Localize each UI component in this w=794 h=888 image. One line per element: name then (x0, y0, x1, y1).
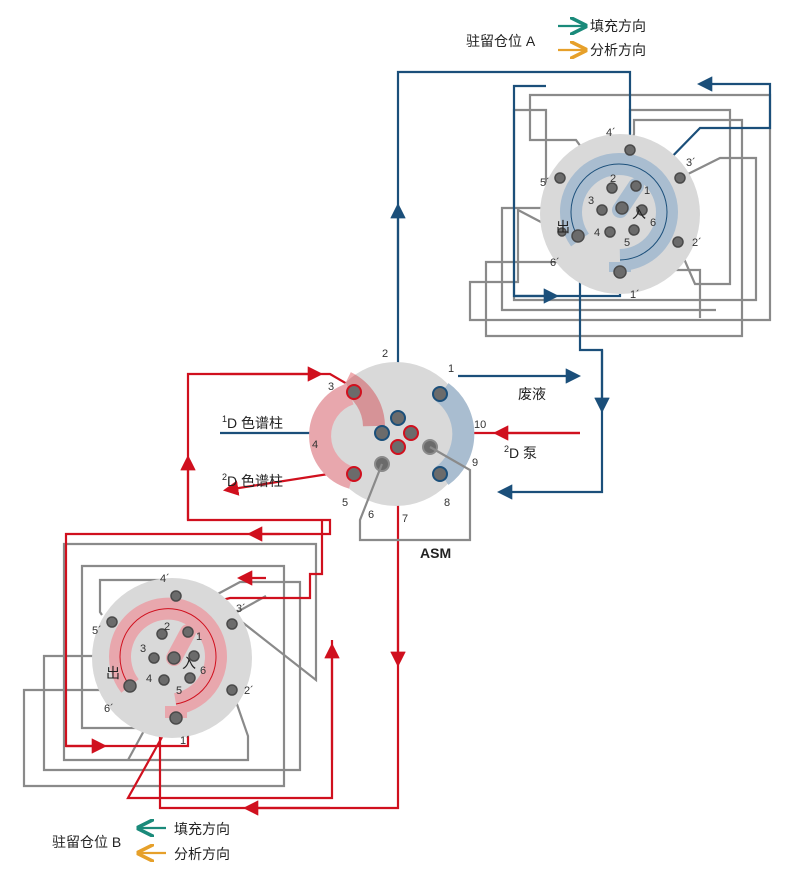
legend-b-title: 驻留仓位 B (52, 834, 121, 850)
asm-port-1 (432, 386, 448, 402)
deck-b-port-5-label: 5 (176, 685, 182, 697)
deck-b-outer-4-label: 4´ (160, 573, 170, 585)
deck-b-port-2 (156, 628, 168, 640)
legend-a-title: 驻留仓位 A (466, 33, 536, 49)
deck-a-center-port (615, 201, 629, 215)
deck-a-extra-port (557, 227, 567, 237)
deck-a-outer-port-2 (672, 236, 684, 248)
legend-b: 驻留仓位 B 填充方向 分析方向 (52, 821, 230, 862)
legend-a-analysis-label: 分析方向 (590, 42, 646, 58)
legend-b-analysis-label: 分析方向 (174, 846, 230, 862)
deck-a-outer-3-label: 3´ (686, 157, 696, 169)
asm-title: ASM (420, 545, 451, 561)
deck-b-outer-port-5 (106, 616, 118, 628)
asm-port-5 (346, 466, 362, 482)
asm-port-3 (346, 384, 362, 400)
deck-a-port-2-label: 2 (610, 173, 616, 185)
deck-a-port-4-label: 4 (594, 227, 600, 239)
deck-b-outer-5-label: 5´ (92, 625, 102, 637)
deck-b-valve: 1 2 3 4 5 6 1´ 2´ 3´ 4´ 5´ 6´ 出 入 (92, 573, 254, 747)
deck-b-port-1-label: 1 (196, 631, 202, 643)
deck-a-port-2 (606, 182, 618, 194)
deck-a-outer-5-label: 5´ (540, 177, 550, 189)
deck-b-outer-3-label: 3´ (236, 603, 246, 615)
deck-b-outer-port-1 (169, 711, 183, 725)
deck-a-port-5 (628, 224, 640, 236)
deck-b-port-6-label: 6 (200, 665, 206, 677)
deck-b-outer-1-label: 1´ (180, 735, 190, 747)
asm-port-8-label: 8 (444, 497, 450, 509)
deck-b-port-1 (182, 626, 194, 638)
asm-port-2 (390, 410, 406, 426)
asm-blue-groove (435, 383, 475, 485)
deck-b-port-4-label: 4 (146, 673, 152, 685)
deck-b-outer-2-label: 2´ (244, 685, 254, 697)
column-1d-label: 1D 色谱柱 (222, 414, 283, 431)
deck-a-port-1-label: 1 (644, 185, 650, 197)
asm-port-6-label: 6 (368, 509, 374, 521)
deck-b-outer-port-4 (170, 590, 182, 602)
deck-a-outer-2-label: 2´ (692, 237, 702, 249)
deck-a-port-6 (636, 204, 648, 216)
deck-b-outer-6-label: 6´ (104, 703, 114, 715)
asm-port-8 (432, 466, 448, 482)
deck-a-outer-4-label: 4´ (606, 127, 616, 139)
asm-port-10 (403, 425, 419, 441)
deck-a-outer-port-5 (554, 172, 566, 184)
legend-b-fill-label: 填充方向 (174, 821, 230, 837)
asm-port-5-label: 5 (342, 497, 348, 509)
asm-valve: 1 2 3 4 5 6 7 8 9 10 ASM (309, 348, 486, 561)
asm-port-4 (374, 425, 390, 441)
deck-a-port-5-label: 5 (624, 237, 630, 249)
deck-a-out-label: 出 (556, 219, 570, 235)
asm-red-groove-left (309, 383, 356, 489)
deck-b-port-2-label: 2 (164, 621, 170, 633)
deck-a-outer-port-6 (571, 229, 585, 243)
asm-port-7-label: 7 (402, 513, 408, 525)
waste-label: 废液 (518, 386, 546, 402)
deck-a-port-3 (596, 204, 608, 216)
deck-b-port-3-label: 3 (140, 643, 146, 655)
asm-port-3-label: 3 (328, 381, 334, 393)
asm-port-4-label: 4 (312, 439, 318, 451)
asm-port-10-label: 10 (474, 419, 486, 431)
deck-a-port-3-label: 3 (588, 195, 594, 207)
asm-port-2-label: 2 (382, 348, 388, 360)
deck-b-outer-port-6 (123, 679, 137, 693)
deck-b-in-label: 入 (182, 655, 196, 671)
deck-a-outer-port-1 (613, 265, 627, 279)
blue-flow (220, 70, 772, 500)
deck-a-in-label: 入 (632, 205, 646, 221)
deck-a-outer-port-3 (674, 172, 686, 184)
deck-a-outer-6-label: 6´ (550, 257, 560, 269)
deck-a-port-1 (630, 180, 642, 192)
deck-b-port-4 (158, 674, 170, 686)
asm-loop (358, 446, 472, 542)
legend-a: 驻留仓位 A 填充方向 分析方向 (466, 18, 646, 58)
deck-b-out-label: 出 (106, 665, 120, 681)
asm-port-7 (390, 439, 406, 455)
deck-b-outer-port-3 (226, 618, 238, 630)
deck-a-outer-1-label: 1´ (630, 289, 640, 301)
deck-b-port-5 (184, 672, 196, 684)
legend-a-fill-label: 填充方向 (590, 18, 646, 34)
deck-b-outer-port-2 (226, 684, 238, 696)
asm-port-9-label: 9 (472, 457, 478, 469)
deck-a-port-6-label: 6 (650, 217, 656, 229)
column-2d-label: 2D 色谱柱 (222, 472, 283, 489)
deck-a-valve: 1 2 3 4 5 6 1´ 2´ 3´ 4´ 5´ 6´ 出 入 (540, 127, 702, 301)
deck-a-outer-port-4 (624, 144, 636, 156)
asm-port-1-label: 1 (448, 363, 454, 375)
deck-a-port-4 (604, 226, 616, 238)
pump-label: 2D 泵 (504, 444, 537, 461)
deck-b-port-3 (148, 652, 160, 664)
deck-b-port-6 (188, 650, 200, 662)
deck-b-center-port (167, 651, 181, 665)
